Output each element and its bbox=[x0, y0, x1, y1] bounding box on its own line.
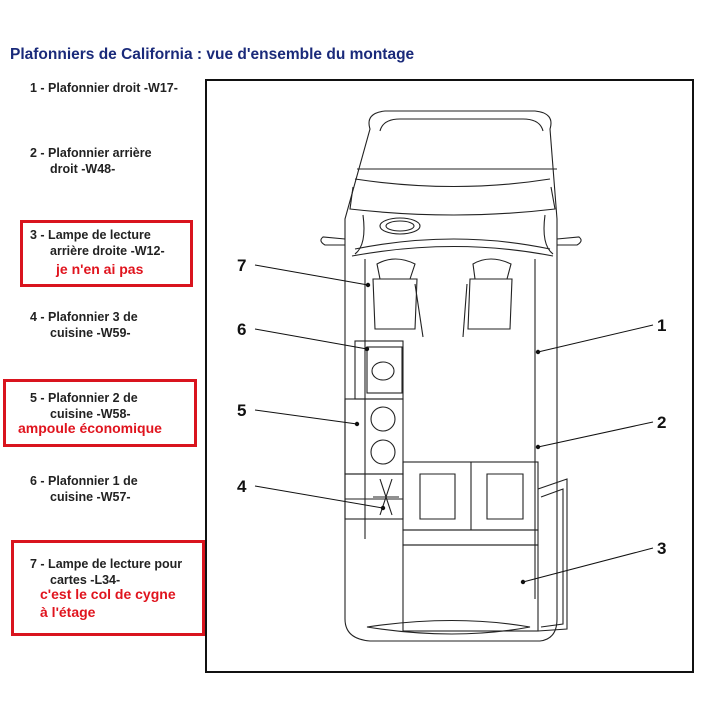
callout-4: 4 bbox=[237, 477, 247, 496]
page-title: Plafonniers de California : vue d'ensemb… bbox=[10, 46, 415, 63]
light-1-marker bbox=[535, 349, 541, 355]
legend-item-4-line2: cuisine -W59- bbox=[50, 326, 131, 340]
van-outline bbox=[320, 110, 582, 642]
legend-item-6-line1: 6 - Plafonnier 1 de bbox=[30, 474, 138, 488]
legend-item-2-line2: droit -W48- bbox=[50, 162, 116, 176]
legend-item-5-line1: 5 - Plafonnier 2 de bbox=[30, 391, 138, 405]
legend-item-4-line1: 4 - Plafonnier 3 de bbox=[30, 310, 138, 324]
highlight-box-item-5 bbox=[3, 379, 197, 447]
legend-item-5-note: ampoule économique bbox=[18, 420, 162, 436]
callout-2: 2 bbox=[657, 413, 666, 432]
legend-item-5: 5 - Plafonnier 2 de cuisine -W58- bbox=[30, 390, 138, 422]
leader-3 bbox=[522, 547, 654, 583]
highlight-box-item-3 bbox=[20, 220, 193, 287]
legend-item-6-line2: cuisine -W57- bbox=[50, 490, 131, 504]
legend-item-4: 4 - Plafonnier 3 de cuisine -W59- bbox=[30, 309, 138, 341]
legend-item-7-line1: 7 - Lampe de lecture pour bbox=[30, 557, 183, 571]
diagram-frame bbox=[205, 79, 694, 673]
legend-item-5-note-wrap: ampoule économique bbox=[18, 420, 162, 436]
legend-item-7-line2: cartes -L34- bbox=[50, 573, 121, 587]
legend-item-3-line1: 3 - Lampe de lecture bbox=[30, 228, 151, 242]
leader-4 bbox=[254, 485, 384, 509]
light-2-marker bbox=[535, 444, 541, 450]
legend-item-1-text: 1 - Plafonnier droit -W17- bbox=[30, 81, 178, 95]
legend-item-7-note2: à l'étage bbox=[40, 604, 96, 620]
callout-7: 7 bbox=[237, 256, 246, 275]
legend-item-3-note: je n'en ai pas bbox=[56, 261, 144, 277]
callout-3: 3 bbox=[657, 539, 666, 558]
leader-2 bbox=[537, 421, 654, 448]
legend-item-7-note: c'est le col de cygne bbox=[40, 586, 176, 602]
legend-item-3: 3 - Lampe de lecture arrière droite -W12… bbox=[30, 227, 165, 277]
legend-item-6: 6 - Plafonnier 1 de cuisine -W57- bbox=[30, 473, 138, 505]
callout-5: 5 bbox=[237, 401, 246, 420]
callout-1: 1 bbox=[657, 316, 666, 335]
leader-5 bbox=[254, 409, 358, 425]
legend-item-3-line2: arrière droite -W12- bbox=[50, 244, 165, 258]
highlight-box-item-7 bbox=[11, 540, 205, 636]
legend-item-1: 1 - Plafonnier droit -W17- bbox=[30, 80, 178, 96]
legend-item-5-line2: cuisine -W58- bbox=[50, 407, 131, 421]
legend-item-2: 2 - Plafonnier arrière droit -W48- bbox=[30, 145, 152, 177]
light-3-marker bbox=[520, 579, 526, 585]
callout-6: 6 bbox=[237, 320, 246, 339]
leader-1 bbox=[537, 324, 654, 353]
leader-lines bbox=[254, 264, 654, 583]
legend-item-7-note-wrap: c'est le col de cygne à l'étage bbox=[40, 586, 176, 620]
van-ceiling-light-diagram: 7 6 5 4 1 2 3 bbox=[205, 79, 694, 673]
light-markers bbox=[354, 282, 541, 585]
legend-item-2-line1: 2 - Plafonnier arrière bbox=[30, 146, 152, 160]
leader-7 bbox=[254, 264, 369, 286]
leader-6 bbox=[254, 328, 368, 350]
legend-item-7: 7 - Lampe de lecture pour cartes -L34- bbox=[30, 556, 182, 588]
